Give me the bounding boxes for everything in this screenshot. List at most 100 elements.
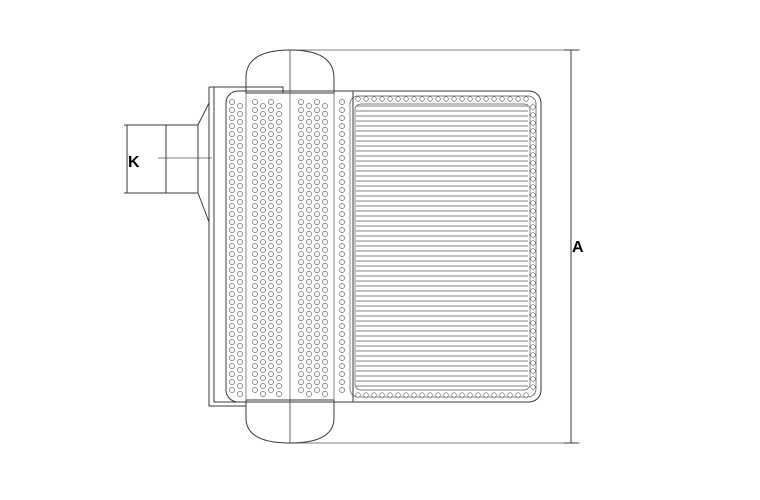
tube-hole bbox=[252, 219, 258, 225]
tube-hole bbox=[306, 343, 312, 349]
tube-hole bbox=[268, 275, 274, 281]
tube-hole bbox=[268, 147, 274, 153]
tube-hole bbox=[298, 211, 304, 217]
tube-hole bbox=[276, 207, 282, 213]
tube-hole bbox=[339, 171, 345, 177]
tube-hole bbox=[229, 243, 235, 249]
border-tube-hole bbox=[475, 96, 481, 102]
tube-hole bbox=[306, 247, 312, 253]
tube-hole bbox=[268, 115, 274, 121]
tube-hole bbox=[268, 323, 274, 329]
border-tube-hole bbox=[530, 216, 536, 222]
tube-hole bbox=[268, 363, 274, 369]
tube-hole bbox=[229, 163, 235, 169]
tube-hole bbox=[268, 331, 274, 337]
tube-hole bbox=[237, 135, 243, 141]
tube-hole bbox=[237, 103, 243, 109]
border-tube-hole bbox=[403, 96, 409, 102]
tube-hole bbox=[268, 283, 274, 289]
tube-hole bbox=[298, 379, 304, 385]
tube-hole bbox=[237, 263, 243, 269]
tube-hole bbox=[322, 223, 328, 229]
tube-hole bbox=[306, 311, 312, 317]
tube-hole bbox=[252, 283, 258, 289]
tube-hole bbox=[339, 243, 345, 249]
tube-hole bbox=[252, 171, 258, 177]
tube-hole bbox=[252, 187, 258, 193]
tube-hole bbox=[260, 351, 266, 357]
tube-hole bbox=[260, 255, 266, 261]
tube-hole bbox=[306, 335, 312, 341]
border-tube-hole bbox=[530, 280, 536, 286]
border-tube-hole bbox=[515, 392, 521, 398]
tube-hole bbox=[260, 127, 266, 133]
tube-hole bbox=[276, 367, 282, 373]
border-tube-hole bbox=[459, 392, 465, 398]
tube-hole bbox=[229, 259, 235, 265]
tube-hole bbox=[260, 143, 266, 149]
tube-hole bbox=[237, 167, 243, 173]
border-tube-hole bbox=[419, 96, 425, 102]
border-tube-hole bbox=[443, 392, 449, 398]
tube-hole bbox=[322, 127, 328, 133]
tube-hole bbox=[229, 371, 235, 377]
tube-hole bbox=[260, 111, 266, 117]
tube-hole bbox=[237, 247, 243, 253]
border-tube-hole bbox=[435, 96, 441, 102]
border-tube-hole bbox=[530, 368, 536, 374]
tube-hole bbox=[229, 379, 235, 385]
tube-hole bbox=[276, 223, 282, 229]
tube-hole bbox=[252, 243, 258, 249]
tube-hole bbox=[268, 163, 274, 169]
tube-hole bbox=[237, 359, 243, 365]
tube-hole bbox=[268, 379, 274, 385]
tube-hole bbox=[252, 115, 258, 121]
tube-hole bbox=[260, 199, 266, 205]
tube-hole bbox=[322, 367, 328, 373]
tube-hole bbox=[229, 219, 235, 225]
tube-hole bbox=[298, 339, 304, 345]
tube-hole bbox=[276, 247, 282, 253]
tube-hole bbox=[339, 131, 345, 137]
tube-hole bbox=[229, 171, 235, 177]
tube-hole bbox=[268, 347, 274, 353]
tube-hole bbox=[298, 355, 304, 361]
tube-hole bbox=[339, 331, 345, 337]
tube-hole bbox=[276, 143, 282, 149]
tube-hole bbox=[298, 315, 304, 321]
tube-hole bbox=[276, 111, 282, 117]
tube-hole bbox=[306, 359, 312, 365]
tube-hole bbox=[268, 267, 274, 273]
tube-hole bbox=[298, 371, 304, 377]
tube-hole bbox=[252, 299, 258, 305]
border-tube-hole bbox=[530, 104, 536, 110]
tube-hole bbox=[276, 167, 282, 173]
tube-hole bbox=[260, 231, 266, 237]
tube-hole bbox=[252, 139, 258, 145]
tube-hole bbox=[229, 323, 235, 329]
tube-hole bbox=[252, 147, 258, 153]
tube-hole bbox=[252, 179, 258, 185]
border-tube-hole bbox=[467, 96, 473, 102]
tube-hole bbox=[237, 175, 243, 181]
tube-hole bbox=[298, 283, 304, 289]
border-tube-hole bbox=[395, 392, 401, 398]
tube-hole bbox=[252, 267, 258, 273]
tube-hole bbox=[237, 391, 243, 397]
tube-hole bbox=[276, 127, 282, 133]
tube-hole bbox=[298, 267, 304, 273]
tube-hole bbox=[322, 295, 328, 301]
tube-hole bbox=[306, 215, 312, 221]
tube-hole bbox=[260, 175, 266, 181]
tube-hole bbox=[237, 199, 243, 205]
tube-hole bbox=[260, 271, 266, 277]
tube-hole bbox=[306, 103, 312, 109]
tube-hole bbox=[339, 235, 345, 241]
tube-hole bbox=[322, 327, 328, 333]
tube-hole bbox=[276, 199, 282, 205]
border-tube-hole bbox=[451, 96, 457, 102]
tube-hole bbox=[298, 163, 304, 169]
tube-hole bbox=[322, 359, 328, 365]
tube-hole bbox=[339, 251, 345, 257]
